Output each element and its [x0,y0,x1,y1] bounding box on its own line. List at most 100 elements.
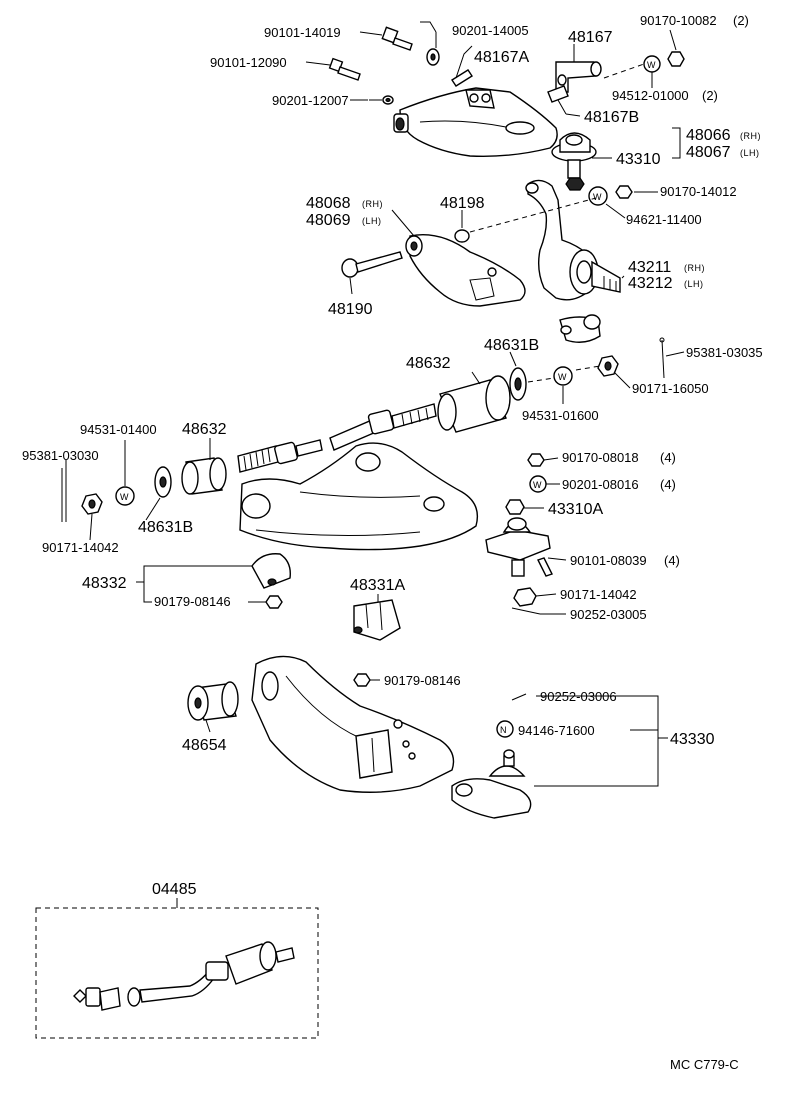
bolt-90101-12090 [305,57,361,81]
side-48067: (LH) [740,148,760,158]
washer-mark: W [533,480,542,490]
nut-90171-14042-right [513,587,537,607]
nut-mark: N [500,725,507,735]
label-48069: 48069 [306,212,351,229]
nut-90179-08146-a [265,595,283,609]
label-94621-11400: 94621-11400 [626,212,702,227]
ball-joint-43330: N [451,693,532,819]
nut-43310a [505,499,525,515]
label-48067: 48067 [686,144,731,161]
qty-90170-10082: (2) [733,13,749,28]
washer-94531-01400: W [115,440,135,506]
label-94531-01400: 94531-01400 [80,422,157,437]
ball-joint-lower-mid [485,517,553,577]
label-90170-08018: 90170-08018 [562,450,639,465]
lower-knuckle-arm [559,314,601,343]
lower-control-arm [239,442,479,551]
label-48632-top: 48632 [406,355,451,372]
bracket-48167 [555,61,602,93]
qty-90101-08039: (4) [664,553,680,568]
strut-bar [237,403,437,473]
side-48066: (RH) [740,131,761,141]
ball-joint-43310 [551,132,597,191]
label-48167b: 48167B [584,109,639,126]
side-43211: (RH) [684,263,705,273]
label-43330: 43330 [670,731,715,748]
nut-90170-08018 [527,453,545,467]
washer-mark: W [647,60,656,70]
diagram-reference-code: MC C779-C [670,1057,739,1072]
label-04485: 04485 [152,881,197,898]
cotter-90252-03005 [511,607,541,615]
nut-90170-10082 [667,29,685,67]
label-90201-08016: 90201-08016 [562,477,639,492]
label-90170-10082: 90170-10082 [640,13,717,28]
nut-90171-14042-left [81,493,103,515]
label-94146-71600: 94146-71600 [518,723,595,738]
label-48198: 48198 [440,195,485,212]
label-48632-left: 48632 [182,421,227,438]
cotter-pin-95381-03030 [61,468,67,522]
label-94531-01600: 94531-01600 [522,408,599,423]
washer-90201-12007 [369,95,394,105]
washer-94512-01000: W [603,55,661,88]
label-48631b-left: 48631B [138,519,193,536]
side-43212: (LH) [684,279,704,289]
bushing-48632-left [181,457,227,495]
label-48167: 48167 [568,29,613,46]
side-48068: (RH) [362,199,383,209]
pin-48167a [451,69,473,87]
bushing-48654 [187,681,239,721]
nut-90171-16050 [575,355,619,377]
retainer-48631b-top [509,367,555,401]
label-90101-12090: 90101-12090 [210,55,287,70]
label-43211: 43211 [628,259,671,276]
label-48654: 48654 [182,737,227,754]
qty-90201-08016: (4) [660,477,676,492]
retainer-48631b-left [154,466,172,498]
upper-control-arm [393,87,558,157]
label-90171-14042-right: 90171-14042 [560,587,637,602]
label-43212: 43212 [628,275,673,292]
washer-mark: W [120,492,129,502]
qty-94512-01000: (2) [702,88,718,103]
steering-knuckle [525,179,621,301]
label-48068: 48068 [306,195,351,212]
nut-90179-08146-b [353,673,371,687]
label-48332: 48332 [82,575,127,592]
label-90179-08146-b: 90179-08146 [384,673,461,688]
lower-arm-48654-assembly [251,655,455,793]
kit-04485 [35,898,319,1039]
nut-90170-14012 [615,185,633,199]
label-48190: 48190 [328,301,373,318]
label-90170-14012: 90170-14012 [660,184,737,199]
label-48331a: 48331A [350,577,405,594]
label-95381-03035: 95381-03035 [686,345,763,360]
label-90101-14019: 90101-14019 [264,25,341,40]
washer-90201-14005 [426,32,440,66]
callout-labels: 90101-14019 90201-14005 48167 90170-1008… [22,13,763,1072]
label-90171-14042-left: 90171-14042 [42,540,119,555]
label-43310: 43310 [616,151,661,168]
label-48167a: 48167A [474,49,529,66]
label-90201-12007: 90201-12007 [272,93,349,108]
pin-48167b [547,85,569,115]
label-90101-08039: 90101-08039 [570,553,647,568]
bolt-48190 [341,251,403,295]
washer-94531-01600: W [553,366,573,404]
bushing-48632-top [437,375,511,433]
label-94512-01000: 94512-01000 [612,88,689,103]
label-90179-08146-a: 90179-08146 [154,594,231,609]
cotter-pin-95381-03035 [659,337,665,379]
plug-48198 [454,197,597,243]
label-90252-03005: 90252-03005 [570,607,647,622]
washer-mark: W [558,372,567,382]
label-90201-14005: 90201-14005 [452,23,529,38]
washer-94621-11400: W [588,186,608,206]
strut-bar-bracket [405,234,526,307]
label-90252-03006: 90252-03006 [540,689,617,704]
label-48066: 48066 [686,127,731,144]
label-95381-03030: 95381-03030 [22,448,99,463]
side-48069: (LH) [362,216,382,226]
